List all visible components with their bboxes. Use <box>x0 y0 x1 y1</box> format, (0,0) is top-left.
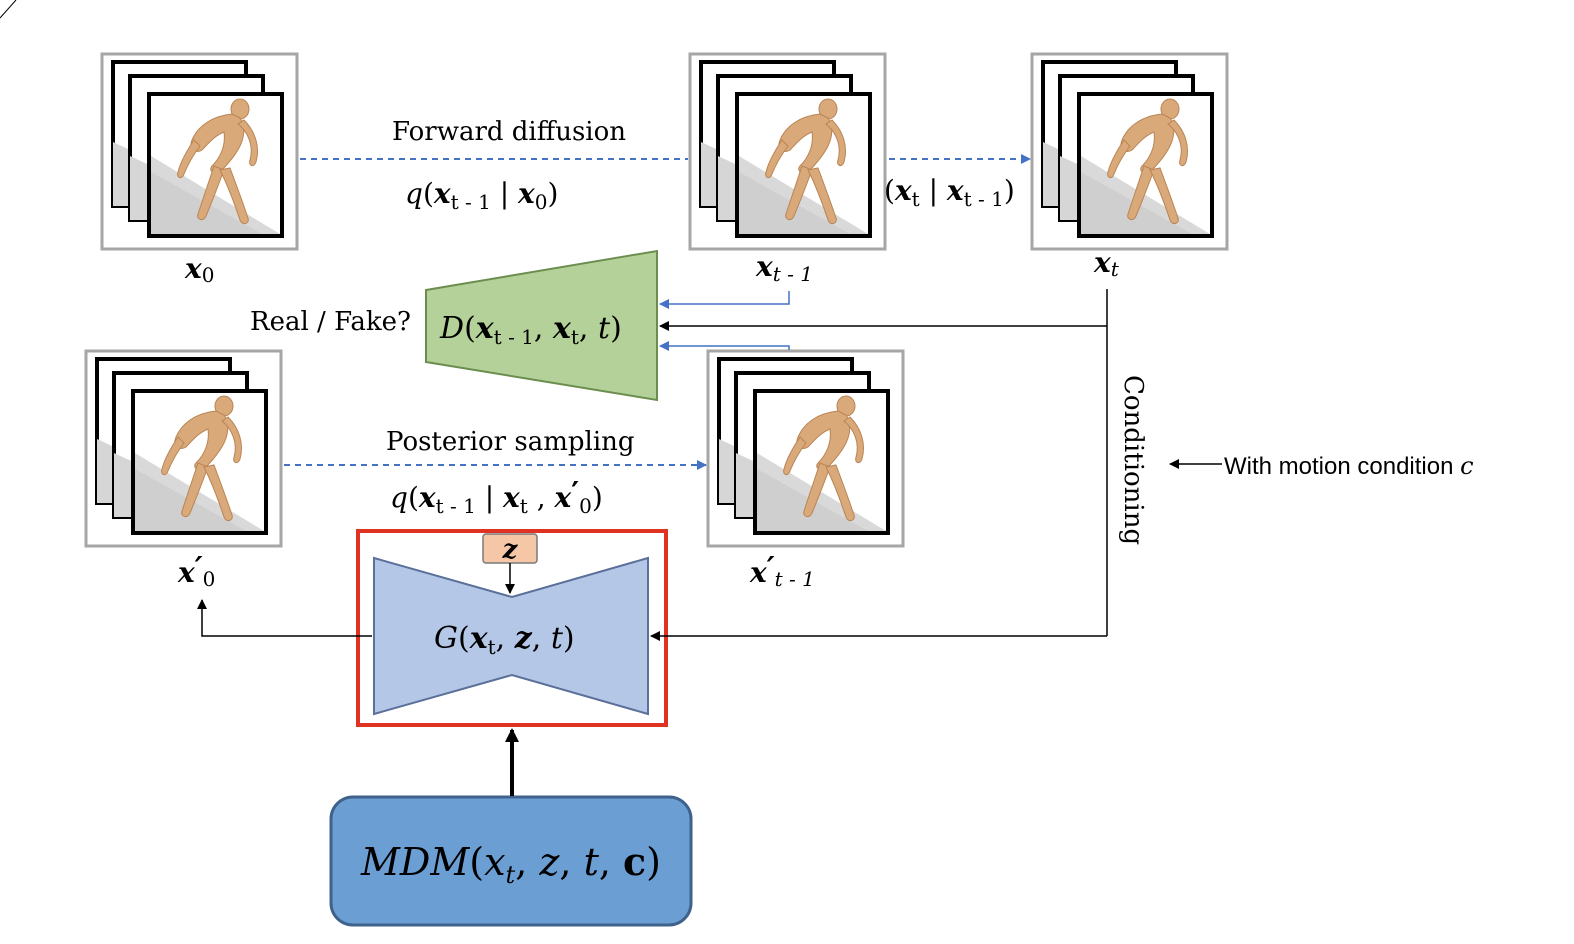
corner-mark <box>0 0 17 19</box>
posterior-q-expression: q(xt - 1 | xt , x′0) <box>390 476 603 518</box>
frame-stack-xt <box>1030 52 1229 251</box>
label-xt-1: xt - 1 <box>755 250 813 286</box>
discriminator-label: D(xt - 1, xt, t) <box>439 311 622 349</box>
generator-output-arrow <box>197 599 372 637</box>
label-xt: xt <box>1093 246 1120 281</box>
noise-label: z <box>502 535 519 565</box>
generator-block <box>373 556 649 716</box>
label-x0: x0 <box>184 252 214 287</box>
motion-condition-label: With motion condition c <box>1224 452 1474 480</box>
discriminator-block <box>425 249 658 402</box>
conditioning-label: Conditioning <box>1118 375 1148 545</box>
frame-stack-x0-prime <box>84 349 283 548</box>
frame-stack-xt-1-prime <box>706 349 905 548</box>
forward-diffusion-label: Forward diffusion <box>392 117 626 147</box>
label-x0-prime: x′0 <box>177 551 215 591</box>
label-xt-1-prime: x′t - 1 <box>749 551 815 591</box>
step-q-expression: (xt | xt - 1) <box>884 174 1015 211</box>
real-fake-label: Real / Fake? <box>250 307 411 337</box>
mdm-label: MDM(xt, z, t, c) <box>360 839 661 889</box>
generator-label: G(xt, z, t) <box>434 621 575 659</box>
forward-q-expression: q(xt - 1 | x0) <box>405 177 558 214</box>
discriminator-input-xt-1-prime <box>659 341 790 351</box>
mdm-block <box>329 795 693 927</box>
frame-stack-xt-1 <box>688 52 887 251</box>
discriminator-input-xt-1 <box>659 291 790 309</box>
frame-stack-x0 <box>100 52 299 251</box>
posterior-sampling-label: Posterior sampling <box>386 427 635 457</box>
